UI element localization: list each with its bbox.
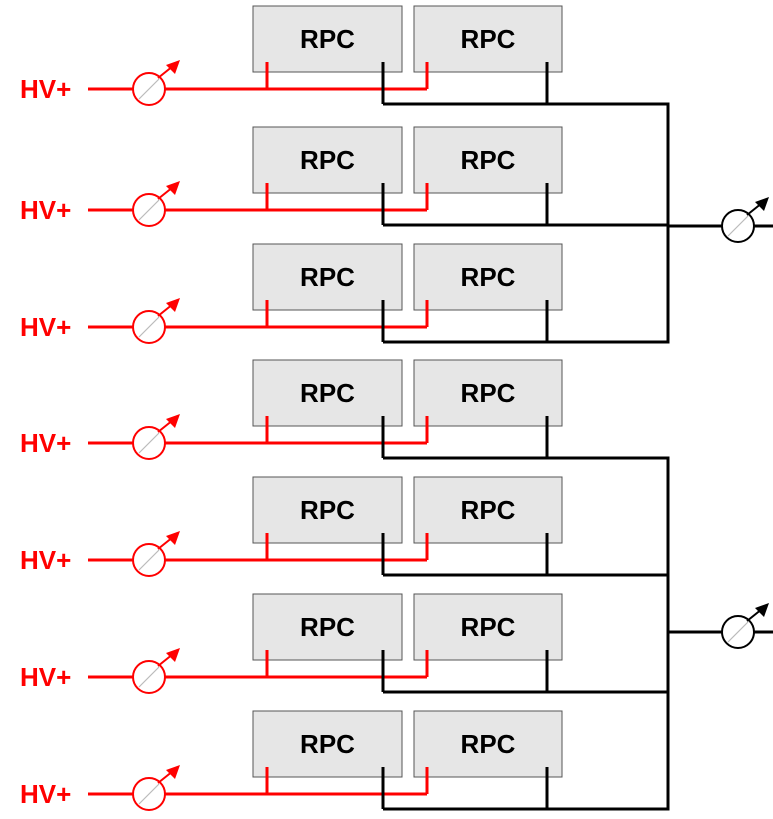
rpc-chamber: RPC <box>252 710 403 778</box>
rpc-box <box>252 243 403 311</box>
rpc-chamber: RPC <box>413 476 563 544</box>
hv-label: HV+ <box>20 545 71 575</box>
rpc-box <box>413 126 563 194</box>
rpc-chamber: RPC <box>413 126 563 194</box>
return-bus-lines <box>666 102 773 811</box>
rpc-row-6: RPC RPC HV+ <box>20 593 668 694</box>
rpc-chamber: RPC <box>252 476 403 544</box>
hv-current-meter-icon <box>132 765 180 811</box>
rpc-chamber: RPC <box>413 5 563 73</box>
rpc-row-2: RPC RPC HV+ <box>20 126 668 227</box>
hv-current-meter-icon <box>132 181 180 227</box>
rpc-label: RPC <box>300 378 355 408</box>
rpc-label: RPC <box>300 612 355 642</box>
meter-arrowhead <box>166 531 180 545</box>
hv-label: HV+ <box>20 779 71 809</box>
hv-current-meter-icon <box>132 648 180 694</box>
return-bus-group-1 <box>666 102 773 344</box>
meter-diagonal <box>138 432 160 454</box>
rpc-row-1: RPC RPC HV+ <box>20 5 668 106</box>
rpc-box <box>252 5 403 73</box>
rpc-box <box>413 476 563 544</box>
rpc-chamber: RPC <box>252 5 403 73</box>
meter-diagonal <box>138 316 160 338</box>
rpc-label: RPC <box>300 729 355 759</box>
hv-current-meter-icon <box>132 531 180 577</box>
rpc-box <box>252 593 403 661</box>
hv-current-meter-icon <box>132 60 180 106</box>
hv-label: HV+ <box>20 195 71 225</box>
return-current-meter-icon <box>721 603 769 649</box>
meter-diagonal <box>138 783 160 805</box>
rpc-label: RPC <box>300 24 355 54</box>
rpc-box <box>413 593 563 661</box>
hv-label: HV+ <box>20 312 71 342</box>
rpc-box <box>252 476 403 544</box>
rpc-label: RPC <box>300 145 355 175</box>
meter-arrowhead <box>166 765 180 779</box>
meter-arrowhead <box>166 60 180 74</box>
meter-arrowhead <box>166 414 180 428</box>
rpc-box <box>252 359 403 427</box>
rpc-chamber: RPC <box>413 359 563 427</box>
hv-current-meter-icon <box>132 298 180 344</box>
rpc-chamber: RPC <box>413 710 563 778</box>
rpc-chamber: RPC <box>252 593 403 661</box>
rpc-box <box>252 710 403 778</box>
meter-diagonal <box>138 666 160 688</box>
meter-diagonal <box>727 621 749 643</box>
rpc-label: RPC <box>461 612 516 642</box>
rpc-chamber: RPC <box>252 126 403 194</box>
meter-diagonal <box>138 78 160 100</box>
rpc-label: RPC <box>461 729 516 759</box>
rpc-box <box>413 710 563 778</box>
rpc-label: RPC <box>300 262 355 292</box>
meter-arrowhead <box>166 648 180 662</box>
rpc-label: RPC <box>461 145 516 175</box>
rpc-chamber: RPC <box>413 593 563 661</box>
rpc-chamber: RPC <box>413 243 563 311</box>
meter-arrowhead <box>755 603 769 617</box>
rpc-chamber: RPC <box>252 243 403 311</box>
rpc-label: RPC <box>300 495 355 525</box>
return-bus-group-2 <box>666 456 773 811</box>
rpc-box <box>252 126 403 194</box>
meter-arrowhead <box>755 197 769 211</box>
rpc-chamber: RPC <box>252 359 403 427</box>
meter-diagonal <box>727 215 749 237</box>
rpc-row-7: RPC RPC HV+ <box>20 710 668 811</box>
rpc-box <box>413 5 563 73</box>
hv-label: HV+ <box>20 428 71 458</box>
return-current-meter-icon <box>721 197 769 243</box>
meter-diagonal <box>138 199 160 221</box>
rpc-row-4: RPC RPC HV+ <box>20 359 668 460</box>
hv-label: HV+ <box>20 74 71 104</box>
rpc-row-3: RPC RPC HV+ <box>20 243 668 344</box>
meter-diagonal <box>138 549 160 571</box>
rpc-label: RPC <box>461 378 516 408</box>
rpc-box <box>413 359 563 427</box>
rpc-label: RPC <box>461 262 516 292</box>
rpc-box <box>413 243 563 311</box>
hv-label: HV+ <box>20 662 71 692</box>
rpc-label: RPC <box>461 24 516 54</box>
hv-current-meter-icon <box>132 414 180 460</box>
rpc-row-5: RPC RPC HV+ <box>20 476 668 577</box>
rpc-label: RPC <box>461 495 516 525</box>
meter-arrowhead <box>166 181 180 195</box>
meter-arrowhead <box>166 298 180 312</box>
